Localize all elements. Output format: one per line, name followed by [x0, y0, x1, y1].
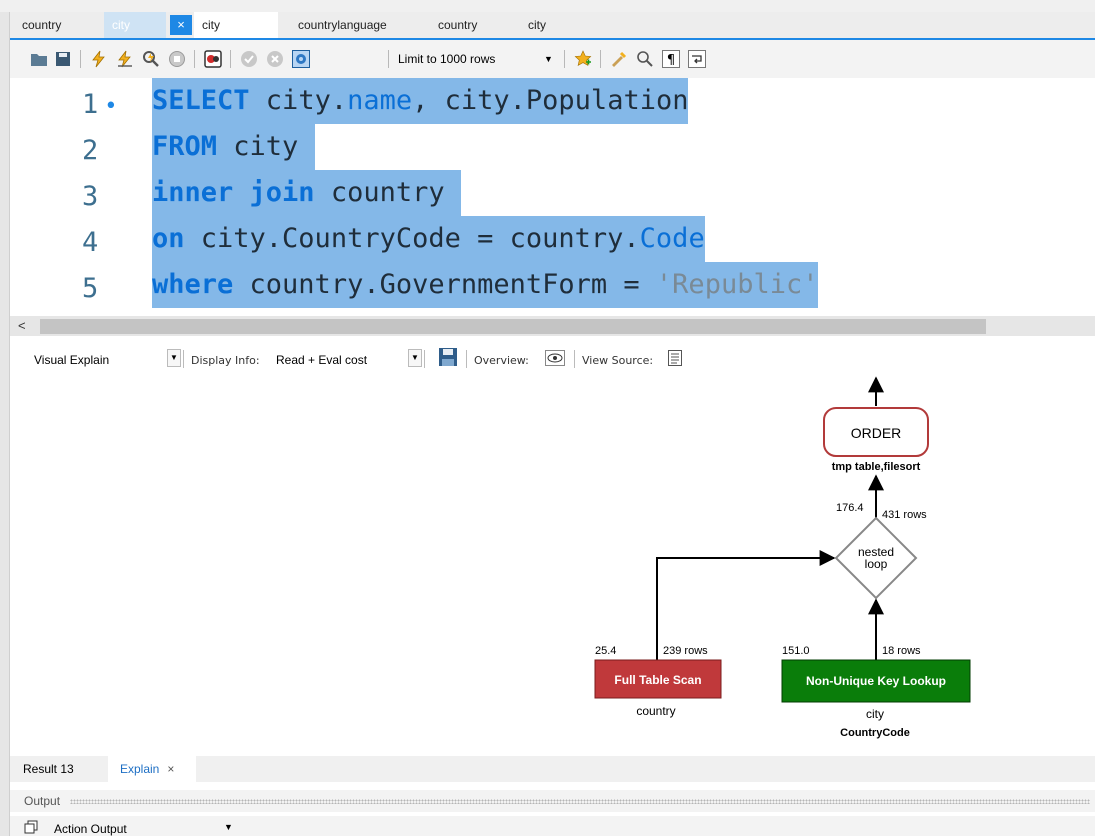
chevron-down-icon: ▼	[544, 54, 553, 64]
tab-city-active[interactable]: city	[194, 12, 278, 38]
toolbar-separator	[424, 350, 425, 368]
line-number: 4	[82, 227, 99, 258]
code-line-1: SELECT city.name, city.Population	[152, 78, 689, 124]
beautify-icon[interactable]	[610, 50, 628, 68]
code-line-2: FROM city	[152, 124, 315, 170]
chevron-down-icon[interactable]: ▼	[408, 349, 422, 367]
panel-grip[interactable]	[70, 799, 1090, 804]
open-folder-icon[interactable]	[30, 50, 48, 68]
tab-country[interactable]: country	[22, 18, 62, 32]
sql-editor[interactable]: 1• 2 3 4 5 SELECT city.name, city.Popula…	[10, 78, 1095, 316]
view-source-label: View Source:	[582, 354, 654, 367]
autocommit-icon[interactable]	[292, 50, 310, 68]
toolbar-separator	[574, 350, 575, 368]
toolbar-separator	[183, 350, 184, 368]
save-icon[interactable]	[54, 50, 72, 68]
action-output-select[interactable]: Action Output	[54, 822, 127, 836]
query-tab-bar: country city × city countrylanguage coun…	[10, 12, 1095, 40]
tab-result[interactable]: Result 13	[23, 762, 74, 776]
find-icon[interactable]	[636, 50, 654, 68]
line-number: 1•	[82, 89, 118, 120]
wrap-icon[interactable]	[688, 50, 706, 68]
line-marker-icon: •	[104, 94, 118, 119]
key-lookup-label: Non-Unique Key Lookup	[806, 674, 946, 688]
tab-city-2[interactable]: city	[528, 18, 546, 32]
close-icon[interactable]: ×	[167, 762, 175, 776]
explain-toolbar: Visual Explain ▼ Display Info: Read + Ev…	[10, 344, 1095, 376]
commit-icon[interactable]	[240, 50, 258, 68]
order-sub-label: tmp table,filesort	[832, 461, 921, 473]
line-number: 3	[82, 181, 99, 212]
toolbar-separator	[388, 50, 389, 68]
view-select[interactable]: Visual Explain	[34, 353, 110, 367]
line-number: 5	[82, 273, 99, 304]
visual-explain-diagram: ORDER tmp table,filesort 176.4 431 rows …	[594, 376, 971, 739]
code-line-4: on city.CountryCode = country.Code	[152, 216, 705, 262]
bookmark-icon[interactable]	[574, 50, 592, 68]
key-lookup-node[interactable]	[781, 659, 971, 703]
code-line-3: inner join country	[152, 170, 461, 216]
display-info-label: Display Info:	[191, 354, 260, 367]
copy-icon[interactable]	[24, 820, 38, 834]
nested-loop-label-2: loop	[865, 557, 888, 571]
toolbar-separator	[600, 50, 601, 68]
svg-text:¶: ¶	[667, 53, 675, 68]
stop-icon[interactable]	[168, 50, 186, 68]
rollback-icon[interactable]	[266, 50, 284, 68]
tab-city-inactive[interactable]: city	[104, 12, 166, 38]
key-lookup-table: city	[866, 707, 884, 721]
stop-on-error-icon[interactable]	[204, 50, 222, 68]
result-tab-bar: Result 13 Explain×	[10, 756, 1095, 782]
toolbar-separator	[564, 50, 565, 68]
full-table-scan-label: Full Table Scan	[614, 673, 701, 687]
nested-loop-label-1: nested	[858, 545, 894, 559]
lookup-rows: 18 rows	[882, 645, 921, 657]
toolbar-separator	[466, 350, 467, 368]
output-panel-header: Output	[10, 790, 1095, 812]
display-info-select[interactable]: Read + Eval cost	[276, 353, 368, 367]
fullscan-cost: 25.4	[595, 645, 616, 657]
full-table-scan-table: country	[636, 704, 675, 718]
limit-rows-select[interactable]: Limit to 1000 rows▼	[398, 48, 560, 70]
toolbar-separator	[80, 50, 81, 68]
scrollbar-thumb[interactable]	[40, 319, 986, 334]
eye-icon[interactable]	[545, 350, 565, 366]
editor-toolbar: Limit to 1000 rows▼ ¶	[10, 40, 1095, 78]
overview-label: Overview:	[474, 354, 529, 367]
full-table-scan-node[interactable]	[594, 659, 722, 699]
chevron-down-icon[interactable]: ▼	[167, 349, 181, 367]
toolbar-separator	[230, 50, 231, 68]
execute-current-icon[interactable]	[116, 50, 134, 68]
explain-icon[interactable]	[142, 50, 160, 68]
lookup-cost: 151.0	[782, 645, 810, 657]
order-node[interactable]	[823, 407, 929, 457]
fullscan-to-nested-arrow	[656, 550, 836, 660]
tab-close-icon[interactable]: ×	[170, 15, 192, 35]
top-strip	[0, 0, 1095, 12]
output-label: Output	[24, 794, 61, 808]
save-icon[interactable]	[438, 347, 458, 367]
scroll-left-icon[interactable]: <	[18, 318, 26, 333]
nested-cost: 176.4	[836, 502, 864, 514]
document-icon[interactable]	[668, 350, 682, 366]
execute-icon[interactable]	[90, 50, 108, 68]
invisible-chars-icon[interactable]: ¶	[662, 50, 680, 68]
left-gutter	[0, 12, 10, 836]
fullscan-rows: 239 rows	[663, 645, 708, 657]
tab-country-2[interactable]: country	[438, 18, 478, 32]
line-number: 2	[82, 135, 99, 166]
tab-countrylanguage[interactable]: countrylanguage	[298, 18, 387, 32]
tab-explain[interactable]: Explain×	[108, 756, 196, 782]
code-line-5: where country.GovernmentForm = 'Republic…	[152, 262, 819, 308]
order-label: ORDER	[851, 425, 902, 441]
toolbar-separator	[194, 50, 195, 68]
nested-loop-node[interactable]	[834, 516, 918, 600]
key-lookup-key: CountryCode	[840, 727, 910, 739]
chevron-down-icon[interactable]: ▼	[224, 822, 233, 832]
action-output-bar: Action Output ▼	[10, 816, 1095, 836]
nested-rows: 431 rows	[882, 509, 927, 521]
